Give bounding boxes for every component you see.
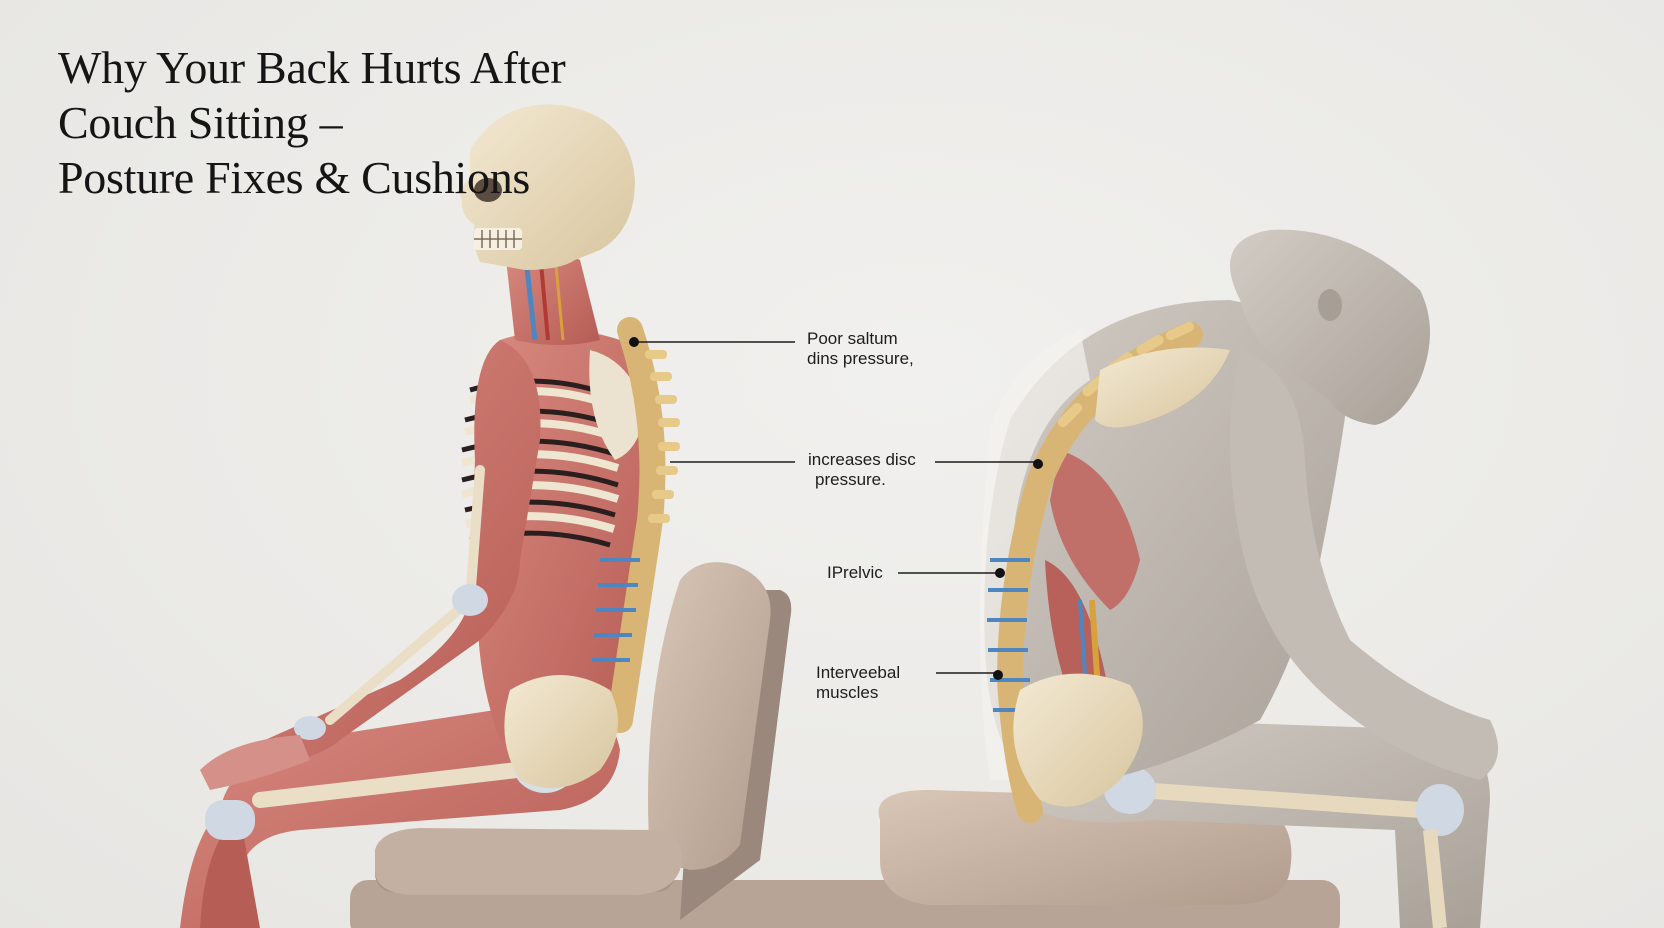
callout-pelvic-line-1: IPrelvic [827, 563, 883, 582]
callout-posture-line-2: dins pressure, [807, 349, 914, 368]
callout-disc-line-2: pressure. [815, 470, 886, 489]
title-line-3: Posture Fixes & Cushions [58, 152, 531, 203]
seat-cushion-left [375, 828, 682, 895]
title-line-2: Couch Sitting – [58, 97, 343, 148]
callout-disc-line-1: increases disc [808, 450, 916, 469]
callout-intervertebral: Interveebal muscles [816, 663, 900, 703]
callout-pelvic: IPrelvic [827, 563, 883, 583]
couch [350, 562, 1340, 928]
callout-intervertebral-line-2: muscles [816, 683, 879, 702]
slouched-figure [980, 229, 1498, 928]
left-spine [592, 317, 680, 733]
callout-posture: Poor saltum dins pressure, [807, 329, 914, 369]
page-title: Why Your Back Hurts After Couch Sitting … [58, 40, 698, 205]
head [1230, 229, 1430, 425]
callout-pointers [634, 341, 1038, 674]
right-pelvis [1013, 673, 1143, 807]
left-pelvis [504, 675, 618, 788]
skull [459, 104, 635, 270]
callout-posture-line-1: Poor saltum [807, 329, 898, 348]
upright-anatomy-figure [180, 104, 680, 928]
callout-dots [629, 337, 1043, 680]
back-cushion [648, 562, 771, 870]
callout-disc-pressure: increases disc pressure. [808, 450, 916, 490]
title-line-1: Why Your Back Hurts After [58, 42, 566, 93]
callout-intervertebral-line-1: Interveebal [816, 663, 901, 682]
